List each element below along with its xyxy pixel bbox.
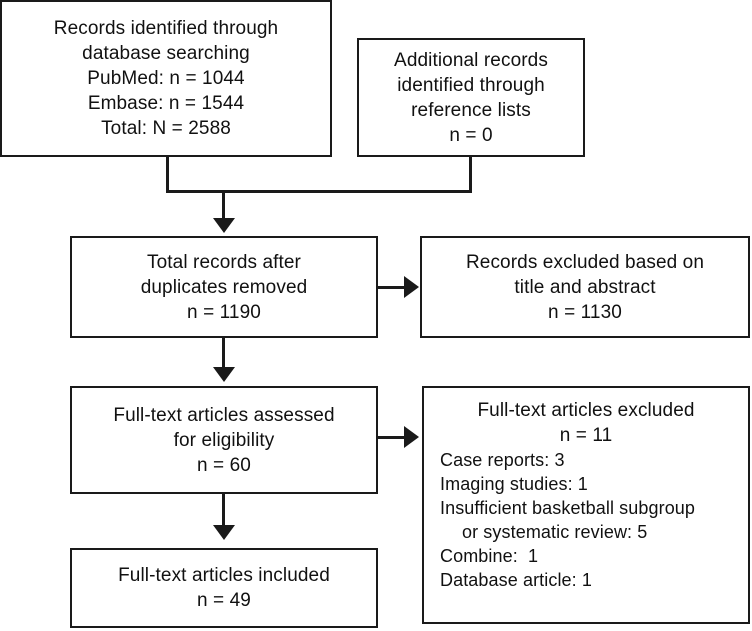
node-line: database searching — [82, 43, 250, 64]
node-line: Additional records — [394, 49, 548, 71]
exclusion-reason: Imaging studies: 1 — [440, 474, 588, 494]
connector-merge-bar — [166, 190, 472, 193]
connector-total-to-fulltext — [222, 338, 225, 370]
node-records-identified-database: Records identified through database sear… — [0, 0, 332, 157]
node-line: Full-text articles included — [118, 565, 330, 586]
node-line: for eligibility — [173, 429, 275, 451]
node-line: n = 11 — [559, 425, 613, 446]
node-line: identified through — [397, 74, 545, 96]
node-line: Embase: n = 1544 — [87, 93, 245, 114]
node-line: Full-text articles assessed — [113, 404, 335, 426]
node-line: reference lists — [411, 99, 531, 121]
connector-total-to-excluded — [378, 286, 410, 289]
node-line: n = 1130 — [548, 301, 622, 323]
node-fulltext-assessed-eligibility: Full-text articles assessed for eligibil… — [70, 386, 378, 494]
exclusion-reason: or systematic review: 5 — [462, 522, 648, 542]
node-records-excluded-title-abstract: Records excluded based on title and abst… — [420, 236, 750, 338]
node-line: Full-text articles excluded — [477, 400, 695, 421]
connector-stub-database — [166, 157, 169, 193]
node-line: Total: N = 2588 — [101, 118, 231, 139]
node-fulltext-excluded-reasons: Full-text articles excluded n = 11 Case … — [422, 386, 750, 624]
arrowhead-right-icon — [404, 276, 419, 298]
node-additional-records: Additional records identified through re… — [357, 38, 585, 157]
connector-stub-additional — [469, 157, 472, 193]
exclusion-reason: Case reports: 3 — [440, 450, 565, 470]
node-line: n = 60 — [197, 454, 251, 476]
arrowhead-down-icon — [213, 367, 235, 382]
node-fulltext-included: Full-text articles included n = 49 — [70, 548, 378, 628]
arrowhead-down-icon — [213, 218, 235, 233]
node-line: n = 0 — [449, 124, 493, 146]
node-line: duplicates removed — [140, 276, 308, 298]
node-line: Records identified through — [53, 18, 279, 39]
node-line: Total records after — [147, 251, 301, 273]
connector-fulltext-to-excluded — [378, 436, 410, 439]
node-line: Records excluded based on — [465, 251, 705, 273]
node-total-records-after-duplicates: Total records after duplicates removed n… — [70, 236, 378, 338]
arrowhead-right-icon — [404, 426, 419, 448]
exclusion-reason: Combine: 1 — [440, 546, 539, 566]
connector-merge-drop — [222, 190, 225, 220]
arrowhead-down-icon — [213, 525, 235, 540]
node-line: title and abstract — [514, 276, 656, 298]
exclusion-reason: Insufficient basketball subgroup — [440, 498, 696, 518]
node-line: n = 49 — [197, 590, 251, 611]
node-line: PubMed: n = 1044 — [87, 68, 245, 89]
exclusion-reason: Database article: 1 — [440, 570, 592, 590]
node-line: n = 1190 — [187, 301, 261, 323]
connector-fulltext-to-included — [222, 494, 225, 527]
